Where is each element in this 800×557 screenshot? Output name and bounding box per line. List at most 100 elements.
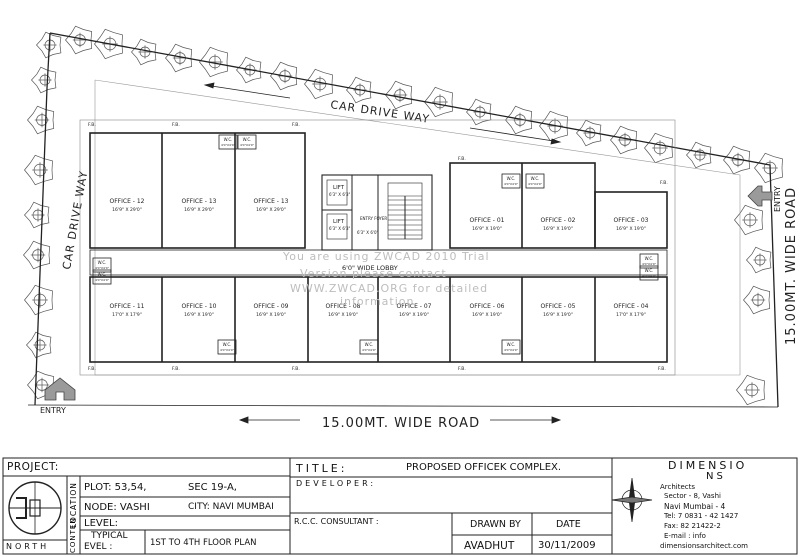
office-labels: OFFICE - 12 16'9" X 29'0" OFFICE - 13 16'9"… [110,198,649,318]
wc-box [525,173,545,189]
drawn-by-value: AVADHUT [464,540,515,552]
tree-icon [31,66,57,94]
firm-logo [611,477,653,523]
wc-box [501,339,521,355]
tree-icon [754,152,783,184]
wc-dimension: 4'0"X4'0" [221,143,236,147]
wc-box [217,339,237,355]
firm-line-5: Fax: 82 21422-2 [664,522,721,530]
wc-label: W.C. [243,137,252,142]
lift-2-dim: 6'3" X 6'3" [329,226,351,231]
wc-label: W.C. [507,342,516,347]
office-dimension: 16'9" X 29'0" [256,207,286,213]
firm-line-7: dimensionsarchitect.com [660,542,748,550]
road-arrows [238,416,562,424]
date-value: 30/11/2009 [538,540,596,551]
evel-label: EVEL : [84,542,113,552]
firm-line-1: Architects [660,483,696,491]
office-label: OFFICE - 12 [110,198,145,205]
entry-foyer-dim: 6'3" X 6'0" [357,230,379,235]
entry-arrow-right [747,185,773,207]
office-dimension: 17'0" X 17'9" [616,312,646,318]
lift-shafts [326,179,348,240]
wc-label: W.C. [645,256,654,261]
wc-label: W.C. [645,268,654,273]
lift-1-label: LIFT [333,185,345,191]
car-drive-way-left-label: CAR DRIVE WAY [60,169,90,270]
wc-label: W.C. [98,272,107,277]
tree-icon [27,105,55,135]
fb-label: F.B. [658,366,666,372]
firm-title: DIMENSIO [668,459,748,472]
wc-label: W.C. [98,260,107,265]
tree-icon [24,201,50,229]
rcc-consultant-label: R.C.C. CONSULTANT : [294,517,379,526]
wc-label: W.C. [507,176,516,181]
tree-icon [36,31,62,59]
watermark-line-2: Version please contact [300,267,447,280]
wc-box [92,269,112,285]
wc-dimension: 4'0"X4'0" [220,348,235,352]
tree-icon [24,154,53,186]
firm-subtitle: NS [706,471,726,482]
lift-2-label: LIFT [333,219,345,225]
wc-units: W.C.4'0"X4'0"W.C.4'0"X4'0"W.C.4'0"X4'0"W… [92,134,659,355]
fb-label: F.B. [292,366,300,372]
entry-left-label: ENTRY [40,406,66,415]
wc-dimension: 4'0"X4'0" [362,348,377,352]
car-drive-way-top-label: CAR DRIVE WAY [330,98,431,126]
title-value: PROPOSED OFFICEK COMPLEX. [406,462,562,473]
firm-line-6: E-mail : info [664,532,706,540]
office-dimension: 16'9" X 19'0" [256,312,286,318]
city-value: CITY: NAVI MUMBAI [188,502,274,512]
firm-line-4: Tel: 7 0831 - 42 1427 [664,512,739,520]
wc-dimension: 4'0"X4'0" [95,266,110,270]
firm-line-2: Sector - 8, Vashi [664,492,721,500]
fb-label: F.B. [458,366,466,372]
floor-plan-value: 1ST TO 4TH FLOOR PLAN [150,538,257,548]
office-label: OFFICE - 11 [110,303,145,310]
wc-box [92,257,112,273]
watermark: You are using ZWCAD 2010 Trial Version p… [282,250,489,308]
watermark-line-3: WWW.ZWCAD.ORG for detailed [290,282,488,295]
tree-icon [686,141,712,169]
fb-label: F.B. [88,366,96,372]
drive-way-arrows [203,82,562,145]
office-dimension: 17'0" X 17'9" [112,312,142,318]
office-label: OFFICE - 10 [182,303,217,310]
office-label: OFFICE - 04 [614,303,649,310]
wc-box [639,265,659,281]
fb-label: F.B. [292,122,300,128]
title-block-frame [2,457,798,555]
tree-icon [746,246,772,274]
fb-label: F.B. [172,366,180,372]
wc-box [501,173,521,189]
fb-label: F.B. [458,156,466,162]
wc-box [218,134,238,150]
project-label: PROJECT: [7,461,59,473]
entry-arrow-left [44,377,76,401]
office-label: OFFICE - 01 [470,217,505,224]
office-label: OFFICE - 13 [254,198,289,205]
building-walls [79,119,676,376]
tree-icon [24,284,53,316]
fb-label: F.B. [88,122,96,128]
wc-dimension: 4'0"X4'0" [504,348,519,352]
office-dimension: 16'9" X 19'0" [616,226,646,232]
typical-label: TYPICAL [91,531,128,541]
office-label: OFFICE - 13 [182,198,217,205]
site-boundary [27,32,779,408]
tree-icon [539,110,568,142]
office-dimension: 16'9" X 19'0" [543,226,573,232]
office-label: OFFICE - 03 [614,217,649,224]
office-label: OFFICE - 06 [470,303,505,310]
north-symbol [8,481,62,535]
wc-dimension: 4'0"X4'0" [528,182,543,186]
office-dimension: 16'9" X 19'0" [543,312,573,318]
wc-label: W.C. [365,342,374,347]
node-value: NODE: VASHI [84,502,150,513]
road-right-label: 15.00MT. WIDE ROAD [784,187,799,345]
plot-value: PLOT: 53,54, [84,482,147,493]
lift-1-dim: 6'3" X 6'3" [329,192,351,197]
